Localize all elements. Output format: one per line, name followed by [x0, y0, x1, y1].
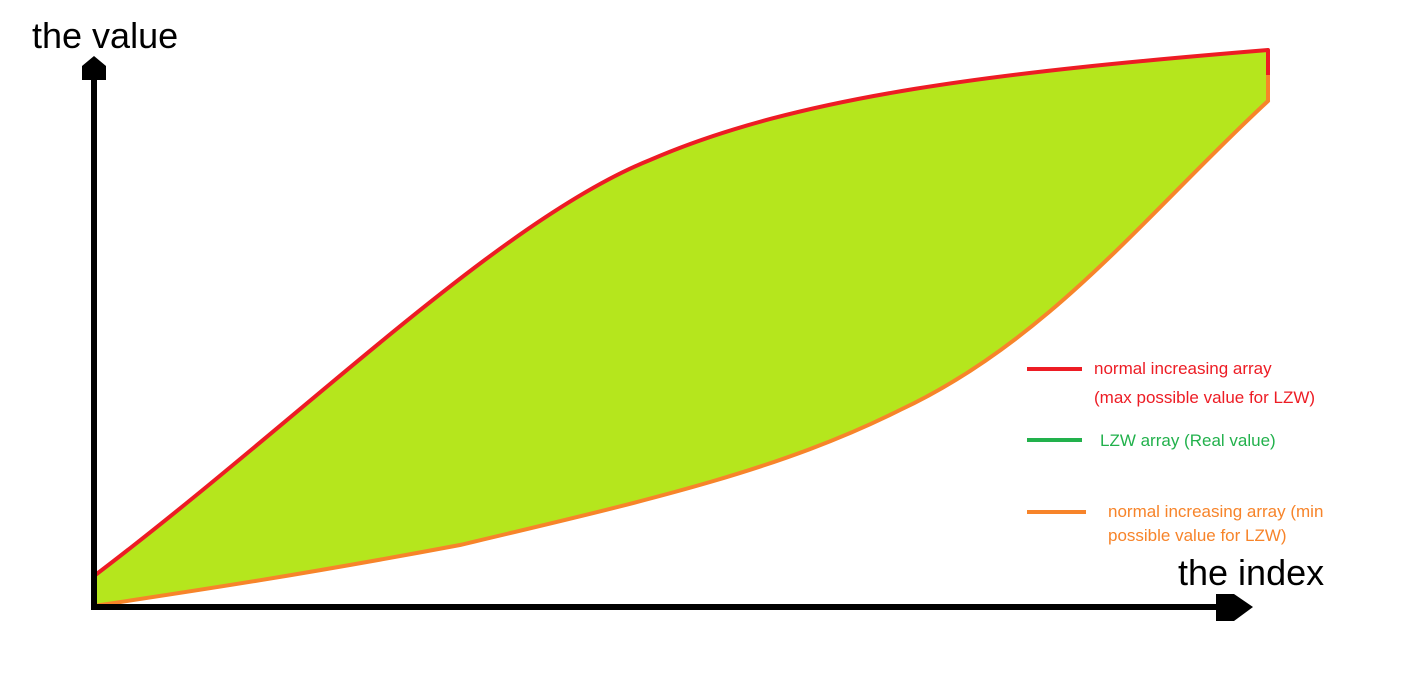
feasible-region-fill [94, 50, 1268, 606]
legend-min-label-line1: normal increasing array (min [1108, 502, 1323, 521]
legend: normal increasing array (max possible va… [1027, 359, 1323, 545]
legend-min-label-line2: possible value for LZW) [1108, 526, 1287, 545]
max-value-curve [92, 48, 1270, 578]
y-axis-label: the value [32, 15, 178, 56]
min-value-curve [92, 99, 1270, 608]
legend-real-label: LZW array (Real value) [1100, 431, 1276, 450]
x-axis-label: the index [1178, 552, 1324, 593]
y-axis-arrowhead [82, 56, 106, 80]
legend-max-label-line2: (max possible value for LZW) [1094, 388, 1315, 407]
x-axis-arrowhead [1216, 594, 1253, 621]
legend-max-label-line1: normal increasing array [1094, 359, 1272, 378]
